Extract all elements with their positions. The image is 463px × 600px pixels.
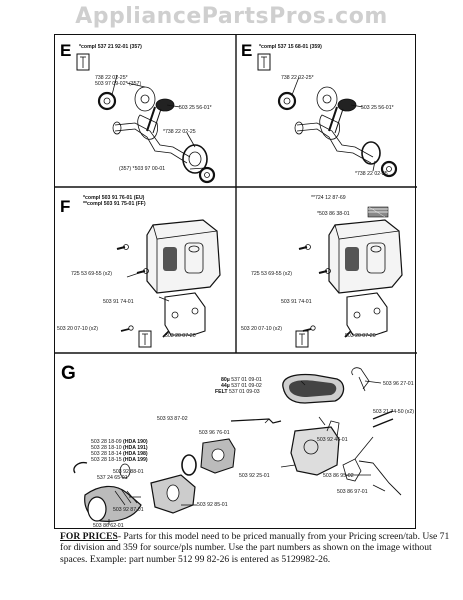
carb-num-4: 503 28 18-15 — [91, 457, 122, 463]
f-left-label-3: 503 20 07-10 (x2) — [57, 326, 98, 332]
e-right-label-3: *738 22 02-25 — [355, 171, 388, 177]
section-letter-e-left: E — [60, 41, 72, 60]
e-left-label-1: 738 22 02-25* — [95, 75, 128, 81]
f-left-compl-eu: *compl 503 91 76-01 (EU) — [83, 195, 145, 201]
g-label-4: 503 96 76-01 — [199, 430, 230, 436]
parts-diagram-sheet: E *compl 537 21 92-01 (357) 738 22 02-25… — [54, 34, 417, 529]
filter-row-2: 44µ 537 01 09-02 — [221, 383, 262, 389]
e-left-label-3: 503 25 56-01* — [179, 105, 212, 111]
carb-row-3: 503 28 18-14 (HDA 198) — [91, 451, 148, 457]
f-left-compl-ff: **compl 503 91 75-01 (FF) — [83, 201, 146, 207]
filter-row-3: FELT 537 01 09-03 — [215, 389, 260, 395]
g-label-11: 503 86 97-01 — [337, 489, 368, 495]
e-left-label-2: 503 97 09-02* (357) — [95, 81, 142, 87]
e-right-label-2: 503 25 56-01* — [361, 105, 394, 111]
diagram-artwork — [55, 35, 417, 525]
filter-num-2: 537 01 09-02 — [231, 383, 262, 389]
carb-model-2: (HDA 191) — [123, 445, 148, 451]
f-left-label-4: 503 20 07-20 — [165, 333, 196, 339]
carb-model-3: (HDA 198) — [123, 451, 148, 457]
g-label-6: 503 92 88-01 — [113, 469, 144, 475]
g-label-2: 503 21 74-50 (x2) — [373, 409, 414, 415]
e-right-compl-label: *compl 537 15 68-01 (359) — [259, 44, 322, 50]
filter-num-3: 537 01 09-03 — [229, 389, 260, 395]
carb-model-1: (HDA 190) — [123, 439, 148, 445]
f-right-label-6: 503 20 07-20 — [345, 333, 376, 339]
g-label-10: 503 92 85-01 — [197, 502, 228, 508]
g-label-1: 503 96 27-01 — [383, 381, 414, 387]
g-label-7: 537 24 65-01 — [97, 475, 128, 481]
filter-tag-1: 80µ — [221, 377, 230, 383]
f-right-label-1: **724 12 87-69 — [311, 195, 346, 201]
filter-row-1: 80µ 537 01 09-01 — [221, 377, 262, 383]
carb-num-3: 503 28 18-14 — [91, 451, 122, 457]
filter-tag-2: 44µ — [221, 383, 230, 389]
carb-row-4: 503 28 18-15 (HDA 199) — [91, 457, 148, 463]
pricing-note-text: - Parts for this model need to be priced… — [60, 531, 450, 565]
carb-row-2: 503 28 18-10 (HDA 191) — [91, 445, 148, 451]
carb-num-2: 503 28 18-10 — [91, 445, 122, 451]
carb-model-4: (HDA 199) — [123, 457, 148, 463]
pricing-note: FOR PRICES- Parts for this model need to… — [60, 531, 452, 565]
filter-tag-3: FELT — [215, 389, 228, 395]
f-right-label-4: 503 91 74-01 — [281, 299, 312, 305]
e-left-label-4: *738 22 02-25 — [163, 129, 196, 135]
g-label-5: 503 92 46-01 — [317, 437, 348, 443]
g-label-3: 503 93 87-02 — [157, 416, 188, 422]
carb-num-1: 503 28 18-09 — [91, 439, 122, 445]
e-left-compl-label: *compl 537 21 92-01 (357) — [79, 44, 142, 50]
section-letter-f: F — [60, 197, 71, 216]
f-left-label-2: 503 91 74-01 — [103, 299, 134, 305]
f-right-label-3: 725 53 69-55 (x2) — [251, 271, 292, 277]
f-right-label-2: *503 86 38-01 — [317, 211, 350, 217]
section-letter-g: G — [61, 363, 76, 384]
section-letter-e-right: E — [241, 41, 253, 60]
g-label-13: 503 86 62-01 — [93, 523, 124, 529]
g-label-9: 503 86 95-02 — [323, 473, 354, 479]
carb-row-1: 503 28 18-09 (HDA 190) — [91, 439, 148, 445]
e-left-label-5: (357) *503 97 00-01 — [119, 166, 166, 172]
pricing-note-heading: FOR PRICES — [60, 531, 118, 542]
g-label-8: 503 92 25-01 — [239, 473, 270, 479]
watermark: AppliancePartsPros.com — [75, 4, 388, 29]
e-right-label-1: 738 22 02-25* — [281, 75, 314, 81]
f-left-label-1: 725 53 69-55 (x2) — [71, 271, 112, 277]
f-right-label-5: 503 20 07-10 (x2) — [241, 326, 282, 332]
filter-num-1: 537 01 09-01 — [231, 377, 262, 383]
g-label-12: 503 92 87-01 — [113, 507, 144, 513]
